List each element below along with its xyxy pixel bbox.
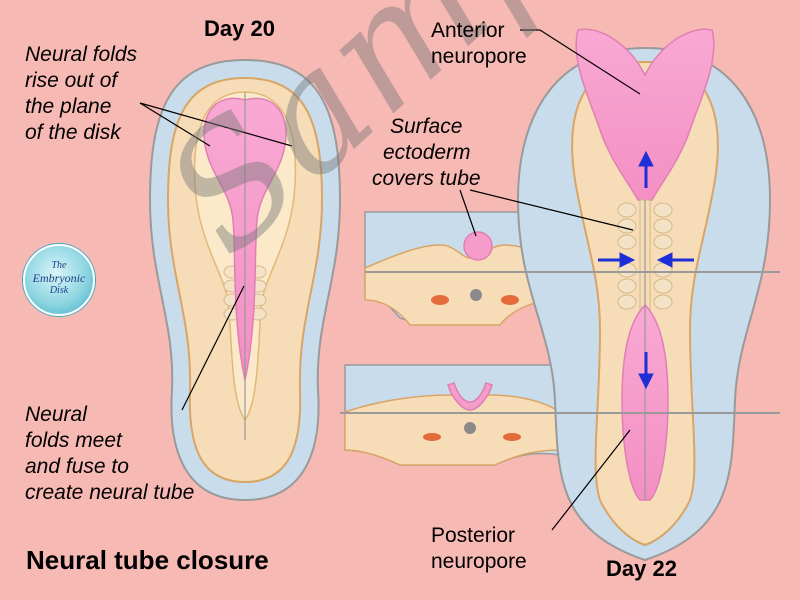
xsec1-body [364, 244, 561, 326]
xsec2-mesoderm-left [423, 433, 441, 441]
xsec1-neural-tube [463, 231, 493, 261]
label-folds-rise-4: of the disk [25, 121, 121, 144]
day22-anterior-neural-folds [575, 28, 715, 201]
logo-line-1: The [51, 260, 67, 271]
cross-section-upper [364, 211, 561, 326]
xsec2-notochord [464, 422, 476, 434]
label-folds-meet-2: folds meet [25, 429, 122, 452]
label-folds-meet-4: create neural tube [25, 481, 195, 504]
label-folds-meet-3: and fuse to [25, 455, 129, 478]
label-folds-rise-3: the plane [25, 95, 112, 118]
diagram-title: Neural tube closure [26, 545, 269, 575]
label-anterior-neuropore-2: neuropore [431, 45, 527, 68]
label-posterior-neuropore-2: neuropore [431, 550, 527, 573]
label-anterior-neuropore-1: Anterior [431, 19, 505, 42]
xsec2-mesoderm-right [503, 433, 521, 441]
label-surface-ectoderm-3: covers tube [372, 167, 481, 190]
label-folds-meet-1: Neural [25, 403, 87, 426]
label-day-20: Day 20 [204, 16, 275, 41]
label-surface-ectoderm-1: Surface [390, 115, 463, 138]
label-posterior-neuropore-1: Posterior [431, 524, 516, 547]
embryonic-disk-logo: The Embryonic Disk [23, 244, 95, 316]
logo-line-3: Disk [49, 285, 69, 296]
logo-line-2: Embryonic [32, 271, 86, 285]
xsec1-mesoderm-right [501, 295, 519, 305]
cross-section-lower [344, 364, 561, 466]
day20-embryo [148, 58, 342, 502]
xsec1-notochord [470, 289, 482, 301]
label-folds-rise-1: Neural folds [25, 43, 138, 66]
day22-embryo [340, 28, 780, 562]
closure-arrows [598, 150, 694, 390]
label-folds-rise-2: rise out of [25, 69, 118, 92]
label-day-22: Day 22 [606, 556, 677, 581]
pointer-lines [139, 29, 641, 531]
xsec1-mesoderm-left [431, 295, 449, 305]
xsec2-neural-groove [447, 382, 493, 411]
label-surface-ectoderm-2: ectoderm [383, 141, 471, 164]
